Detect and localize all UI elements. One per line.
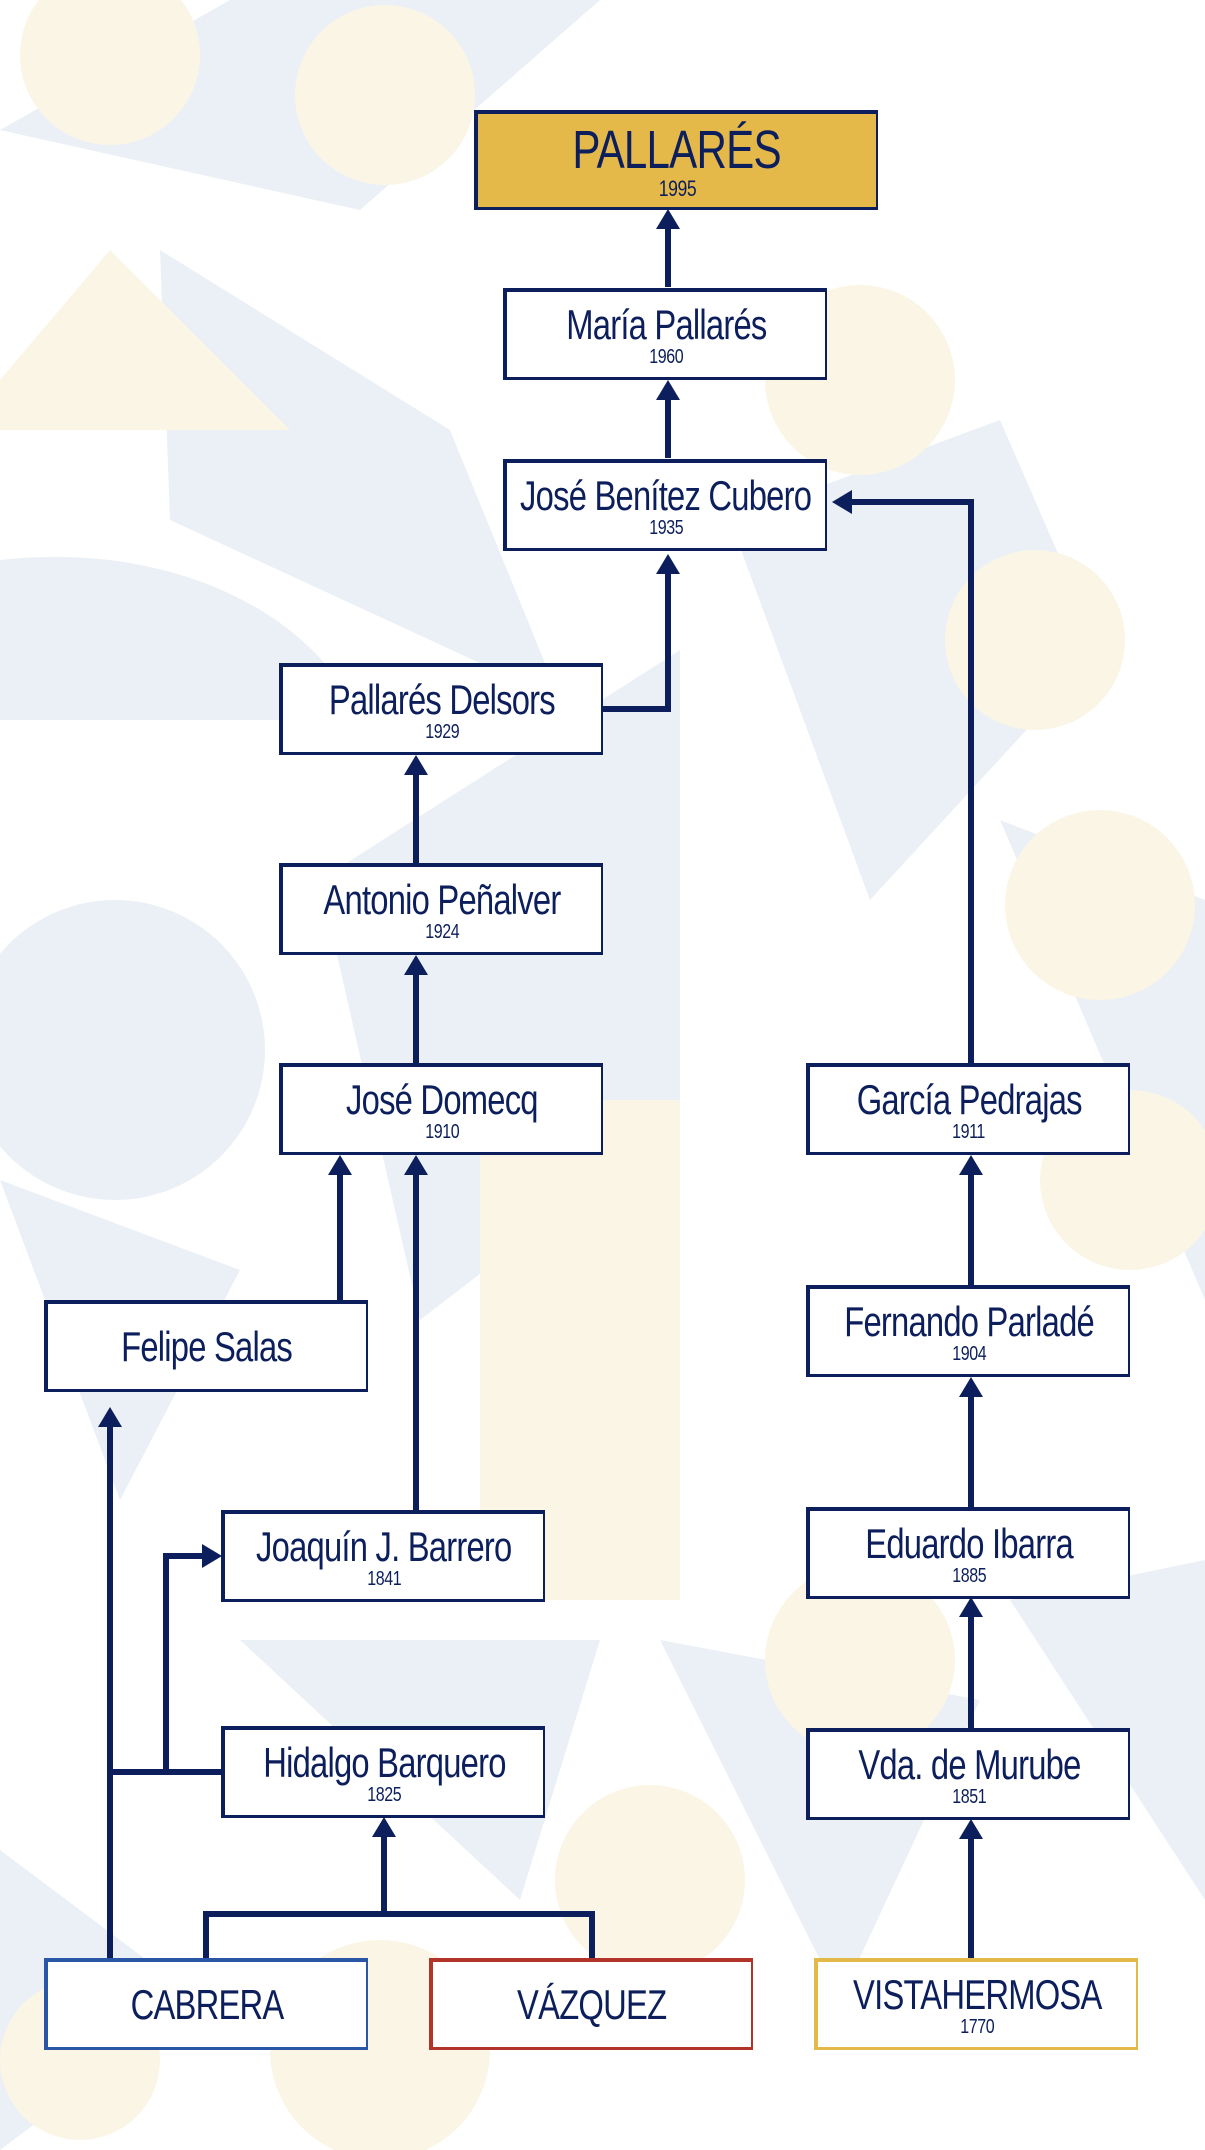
node-name: María Pallarés [565,300,767,348]
node-name: José Domecq [346,1075,538,1123]
node-pallares-delsors: Pallarés Delsors 1929 [279,663,603,755]
node-vazquez: VÁZQUEZ [429,1958,753,2050]
connector-delsors-to-benitez [602,567,671,712]
node-year: 1929 [425,720,459,743]
node-maria-pallares: María Pallarés 1960 [503,288,827,380]
node-name: José Benítez Cubero [520,471,812,519]
arrowhead-hidalgo [372,1817,396,1837]
node-jose-benitez-cubero: José Benítez Cubero 1935 [503,459,827,551]
node-year: 1841 [367,1567,401,1590]
node-year: 1851 [952,1785,986,1808]
node-name: CABRERA [130,1980,285,2028]
node-joaquin-barrero: Joaquín J. Barrero 1841 [221,1510,545,1602]
arrowhead-delsors [404,755,428,775]
node-hidalgo-barquero: Hidalgo Barquero 1825 [221,1726,545,1818]
node-cabrera: CABRERA [44,1958,368,2050]
connector-trunk-to-barrero [163,1553,210,1772]
node-name: Antonio Peñalver [323,875,561,923]
node-garcia-pedrajas: García Pedrajas 1911 [806,1063,1130,1155]
node-name: Pallarés Delsors [328,675,556,723]
node-jose-domecq: José Domecq 1910 [279,1063,603,1155]
node-year: 1911 [952,1120,986,1143]
arrowhead-salas [98,1407,122,1427]
node-year: 1770 [960,2015,994,2038]
node-name: Hidalgo Barquero [262,1738,506,1786]
node-year: 1885 [952,1564,986,1587]
node-year: 1995 [658,175,696,201]
arrowhead-domecq-left [328,1155,352,1175]
node-name: Joaquín J. Barrero [256,1522,512,1570]
node-name: Fernando Parladé [844,1297,1095,1345]
node-year: 1910 [425,1120,459,1143]
node-year: 1935 [649,516,683,539]
node-name: Eduardo Ibarra [865,1519,1073,1567]
node-fernando-parlade: Fernando Parladé 1904 [806,1285,1130,1377]
connector-cabrera-vazquez-bracket [203,1911,595,1958]
arrowhead-benitez-bottom [656,554,680,574]
node-felipe-salas: Felipe Salas [44,1300,368,1392]
node-year: 1960 [649,345,683,368]
node-eduardo-ibarra: Eduardo Ibarra 1885 [806,1507,1130,1599]
arrowhead-domecq-right [404,1155,428,1175]
arrowhead-benitez-right [832,490,852,514]
arrowhead-pedrajas [959,1155,983,1175]
node-name: PALLARÉS [572,119,782,180]
node-year: 1904 [952,1342,986,1365]
node-pallares: PALLARÉS 1995 [474,110,878,210]
node-vda-murube: Vda. de Murube 1851 [806,1728,1130,1820]
connector-pedrajas-to-benitez [843,499,974,1063]
arrowhead-ibarra [959,1597,983,1617]
arrowhead-maria [656,380,680,400]
arrowhead-penalver [404,955,428,975]
node-vistahermosa: VISTAHERMOSA 1770 [814,1958,1138,2050]
arrowhead-parlade [959,1377,983,1397]
node-antonio-penalver: Antonio Peñalver 1924 [279,863,603,955]
arrowhead-pallares [656,209,680,229]
arrowhead-barrero [202,1544,222,1568]
node-name: VÁZQUEZ [517,1980,667,2028]
node-name: Vda. de Murube [857,1740,1081,1788]
node-year: 1924 [425,920,459,943]
node-name: VISTAHERMOSA [852,1970,1102,2018]
node-name: Felipe Salas [121,1322,294,1370]
arrowhead-murube [959,1819,983,1839]
node-year: 1825 [367,1783,401,1806]
node-name: García Pedrajas [856,1075,1082,1123]
